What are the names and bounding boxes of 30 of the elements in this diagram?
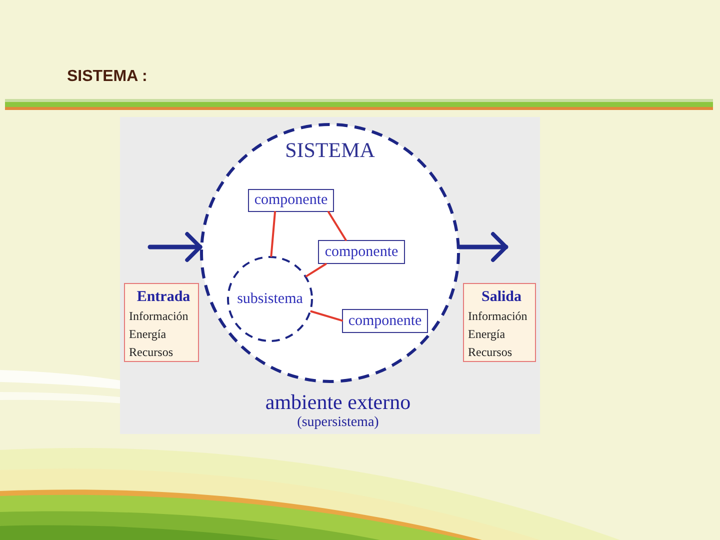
list-item: Energía [129,326,166,343]
connector-line [305,263,327,278]
component-box [318,240,405,264]
component-box [342,309,428,333]
subsystem-circle [227,256,313,342]
box-heading: Salida [481,288,522,307]
arrow [148,232,202,262]
system-label: SISTEMA [285,139,375,162]
component-label: componente [254,192,328,209]
component-label: componente [324,244,398,260]
box-heading: Entrada [136,288,190,307]
list-item: Recursos [129,344,173,361]
connector-line [310,310,343,322]
list-item: Recursos [468,344,512,361]
list-item: Información [468,308,528,325]
list-item: Información [129,308,188,325]
environment-sublabel: (supersistema) [297,414,379,431]
subsystem-label: subsistema [237,290,303,308]
component-label: componente [348,312,422,330]
connector-line [270,211,276,258]
input-box [124,283,199,362]
slide-title: SISTEMA : [67,67,148,86]
environment-panel [120,117,540,434]
connector-line [328,211,347,241]
arrow [458,232,508,262]
output-box [463,283,536,362]
system-circle [200,123,460,383]
environment-label: ambiente externo [265,391,411,414]
component-box [248,189,334,212]
list-item: Energía [468,326,506,343]
